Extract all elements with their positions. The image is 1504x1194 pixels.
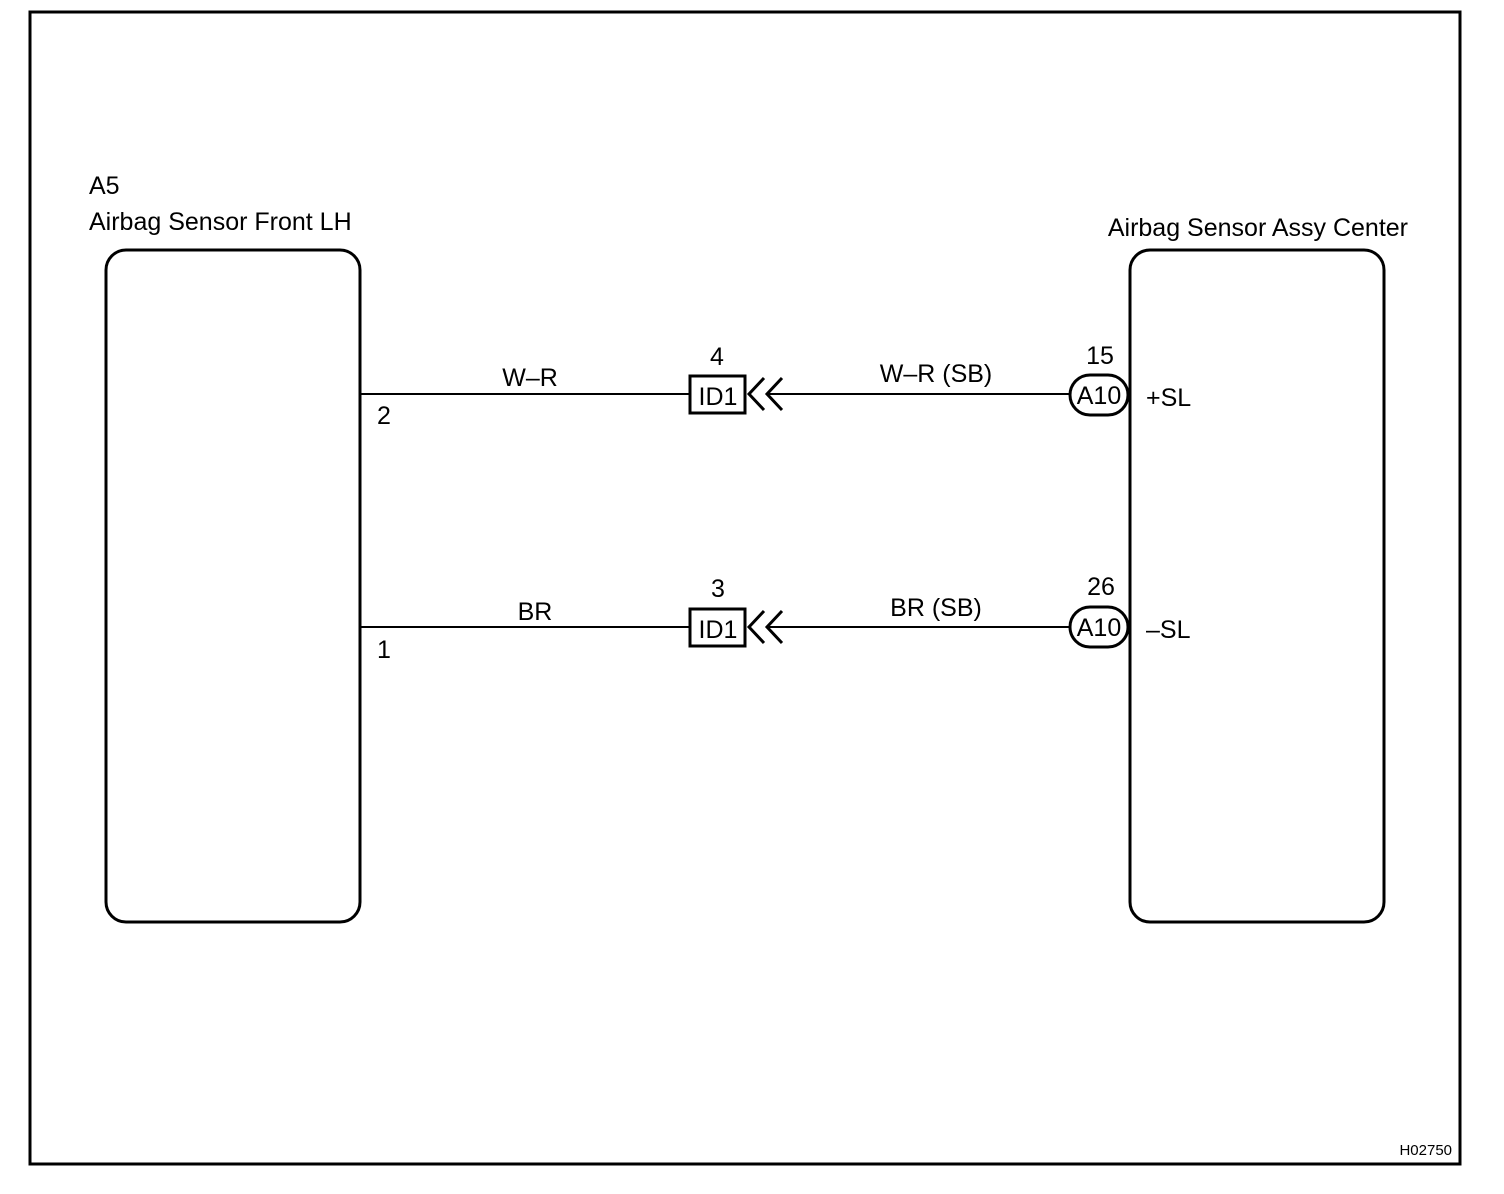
wire-lower-right-pin: 26 [1087, 573, 1115, 601]
left-component-box [104, 248, 362, 924]
wire-lower: 1 BR 3 ID1 BR (SB) 26 A10 –SL [360, 573, 1191, 664]
wire-upper-right-connector [1068, 373, 1130, 417]
wire-upper: 2 W–R 4 ID1 W–R (SB) 15 A10 +SL [360, 342, 1191, 430]
wire-upper-right-connector-label: A10 [1077, 382, 1121, 410]
right-component-box [1128, 248, 1386, 924]
wire-upper-terminal: +SL [1146, 384, 1191, 412]
wire-lower-junction-pin: 3 [711, 575, 725, 603]
wire-lower-right-connector-label: A10 [1077, 614, 1121, 642]
diagram-frame [28, 10, 1462, 1166]
right-component-name: Airbag Sensor Assy Center [1108, 214, 1408, 242]
wire-upper-chevron-icon [746, 376, 784, 412]
wire-upper-left-color: W–R [502, 364, 558, 392]
wire-lower-junction-label: ID1 [699, 616, 738, 644]
wire-lower-right-connector [1068, 605, 1130, 649]
wire-lower-junction-box [688, 607, 747, 648]
left-component-code: A5 [89, 172, 120, 200]
wire-lower-right-color: BR (SB) [890, 594, 982, 622]
wire-upper-junction-box [688, 374, 747, 415]
figure-code: H02750 [1399, 1142, 1452, 1159]
wire-upper-right-color: W–R (SB) [880, 360, 993, 388]
left-component-name: Airbag Sensor Front LH [89, 208, 352, 236]
wire-upper-junction-pin: 4 [710, 343, 724, 371]
wire-lower-chevron-icon [746, 609, 784, 645]
wire-upper-right-pin: 15 [1086, 342, 1114, 370]
wire-lower-left-color: BR [518, 598, 553, 626]
wire-upper-left-pin: 2 [377, 402, 391, 430]
wire-upper-junction-label: ID1 [699, 383, 738, 411]
wire-lower-terminal: –SL [1146, 616, 1191, 644]
wire-lower-left-pin: 1 [377, 636, 391, 664]
